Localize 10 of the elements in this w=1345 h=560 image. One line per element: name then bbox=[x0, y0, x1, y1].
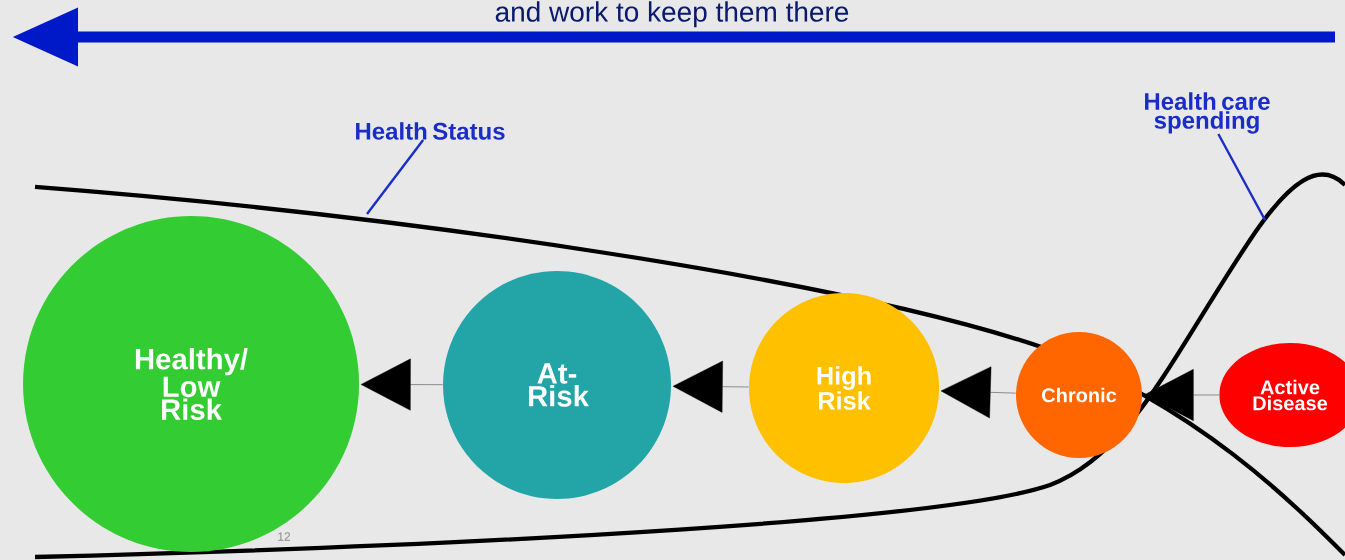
chevron-arrow bbox=[672, 360, 749, 413]
curve-label: Health Status bbox=[356, 122, 505, 140]
page-number: 12 bbox=[278, 532, 291, 541]
heading-text: and work to keep them there bbox=[495, 1, 849, 28]
curve-label: Health care spending bbox=[1145, 92, 1270, 134]
chevron-arrow bbox=[940, 366, 1016, 419]
chevron-arrow bbox=[1143, 369, 1220, 421]
leader-line bbox=[366, 139, 425, 215]
leader-line bbox=[1217, 133, 1267, 221]
chevron-arrow bbox=[360, 358, 443, 411]
